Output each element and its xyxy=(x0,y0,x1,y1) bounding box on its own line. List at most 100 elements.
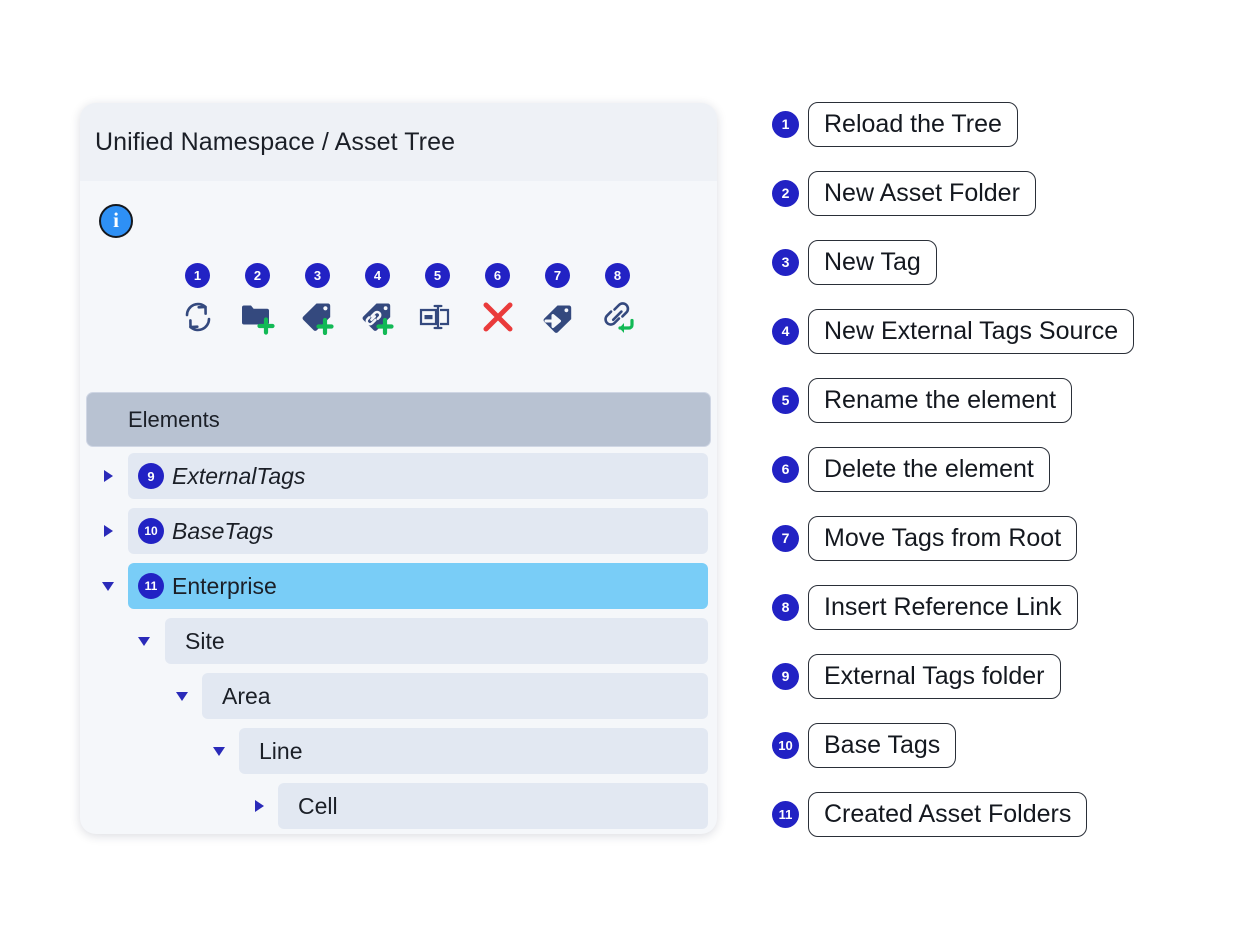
legend-label-box: New Asset Folder xyxy=(808,170,1036,216)
legend-label-box: External Tags folder xyxy=(808,653,1061,699)
toolbar-badge-1: 1 xyxy=(185,263,210,288)
toolbar: i 1 2 3 4 5 6 7 8 xyxy=(80,181,717,451)
toolbar-badge-8: 8 xyxy=(605,263,630,288)
legend-label-box: Delete the element xyxy=(808,446,1050,492)
legend-badge-10: 10 xyxy=(772,731,799,759)
tree-row-body-selected[interactable]: 11 Enterprise xyxy=(128,563,708,609)
tree-row[interactable]: Area xyxy=(80,673,717,719)
legend-badge-4: 4 xyxy=(772,317,799,345)
collapse-arrow-icon[interactable] xyxy=(206,728,232,774)
card-header: Unified Namespace / Asset Tree xyxy=(80,103,717,181)
expand-arrow-icon[interactable] xyxy=(95,453,121,499)
tree-badge-9: 9 xyxy=(138,463,164,489)
legend-label: Created Asset Folders xyxy=(824,799,1072,828)
elements-column-header: Elements xyxy=(86,392,711,447)
tag-move-arrow-icon[interactable] xyxy=(534,295,582,339)
legend-label: Reload the Tree xyxy=(824,109,1002,138)
toolbar-badge-2: 2 xyxy=(245,263,270,288)
tree-row[interactable]: Line xyxy=(80,728,717,774)
tree-row[interactable]: 10 BaseTags xyxy=(80,508,717,554)
tree-row-body[interactable]: Line xyxy=(239,728,708,774)
legend-label-box: Created Asset Folders xyxy=(808,791,1088,837)
legend-badge-6: 6 xyxy=(772,455,799,483)
tree-row-body[interactable]: Cell xyxy=(278,783,708,829)
tree-row-label: Site xyxy=(185,627,225,654)
legend-item: 7 Move Tags from Root xyxy=(772,512,1192,564)
rename-textbox-icon[interactable] xyxy=(414,295,462,339)
legend-badge-3: 3 xyxy=(772,248,799,276)
legend-badge-1: 1 xyxy=(772,110,799,138)
legend-badge-8: 8 xyxy=(772,593,799,621)
toolbar-badge-6: 6 xyxy=(485,263,510,288)
legend-badge-2: 2 xyxy=(772,179,799,207)
legend-label-box: Move Tags from Root xyxy=(808,515,1078,561)
legend-label-box: Reload the Tree xyxy=(808,101,1018,147)
legend-item: 4 New External Tags Source xyxy=(772,305,1192,357)
reload-icon[interactable] xyxy=(174,295,222,339)
legend-item: 11 Created Asset Folders xyxy=(772,788,1192,840)
tree-row[interactable]: Site xyxy=(80,618,717,664)
toolbar-badge-7: 7 xyxy=(545,263,570,288)
tree-row[interactable]: 11 Enterprise xyxy=(80,563,717,609)
tree-row-label: Line xyxy=(259,737,303,764)
legend-label-box: New Tag xyxy=(808,239,937,285)
legend-label-box: New External Tags Source xyxy=(808,308,1135,354)
tree-row[interactable]: Cell xyxy=(80,783,717,829)
legend-label: Insert Reference Link xyxy=(824,592,1062,621)
link-return-arrow-icon[interactable] xyxy=(594,295,642,339)
legend-badge-5: 5 xyxy=(772,386,799,414)
toolbar-badge-3: 3 xyxy=(305,263,330,288)
link-tag-plus-icon[interactable] xyxy=(354,295,402,339)
tree-row-body[interactable]: 9 ExternalTags xyxy=(128,453,708,499)
legend-label: Rename the element xyxy=(824,385,1057,414)
legend-item: 5 Rename the element xyxy=(772,374,1192,426)
legend-label: New Asset Folder xyxy=(824,178,1020,207)
unified-namespace-asset-tree-card: Unified Namespace / Asset Tree i 1 2 3 4… xyxy=(80,103,717,834)
legend-badge-9: 9 xyxy=(772,662,799,690)
tree-row-label: Enterprise xyxy=(172,572,277,599)
legend-item: 10 Base Tags xyxy=(772,719,1192,771)
legend-item: 6 Delete the element xyxy=(772,443,1192,495)
folder-plus-icon[interactable] xyxy=(234,295,282,339)
collapse-arrow-icon[interactable] xyxy=(95,563,121,609)
legend: 1 Reload the Tree 2 New Asset Folder 3 N… xyxy=(772,98,1192,857)
legend-label-box: Base Tags xyxy=(808,722,957,768)
tag-plus-icon[interactable] xyxy=(294,295,342,339)
info-icon-glyph: i xyxy=(99,204,133,238)
legend-badge-7: 7 xyxy=(772,524,799,552)
toolbar-badge-4: 4 xyxy=(365,263,390,288)
legend-label: Base Tags xyxy=(824,730,941,759)
expand-arrow-icon[interactable] xyxy=(95,508,121,554)
legend-item: 1 Reload the Tree xyxy=(772,98,1192,150)
legend-label: New External Tags Source xyxy=(824,316,1119,345)
legend-label: Delete the element xyxy=(824,454,1034,483)
collapse-arrow-icon[interactable] xyxy=(131,618,157,664)
legend-item: 3 New Tag xyxy=(772,236,1192,288)
elements-header-label: Elements xyxy=(128,406,220,432)
legend-item: 2 New Asset Folder xyxy=(772,167,1192,219)
legend-label-box: Rename the element xyxy=(808,377,1073,423)
collapse-arrow-icon[interactable] xyxy=(169,673,195,719)
legend-label-box: Insert Reference Link xyxy=(808,584,1078,630)
tree-row-label: Cell xyxy=(298,792,338,819)
tree-row-label: Area xyxy=(222,682,271,709)
tree-badge-10: 10 xyxy=(138,518,164,544)
red-x-icon[interactable] xyxy=(474,295,522,339)
legend-label: External Tags folder xyxy=(824,661,1045,690)
page-title: Unified Namespace / Asset Tree xyxy=(95,127,456,156)
expand-arrow-icon[interactable] xyxy=(246,783,272,829)
tree-row[interactable]: 9 ExternalTags xyxy=(80,453,717,499)
info-icon[interactable]: i xyxy=(99,204,137,242)
asset-tree: 9 ExternalTags 10 BaseTags 11 Enterprise xyxy=(80,453,717,834)
legend-badge-11: 11 xyxy=(772,800,799,828)
tree-badge-11: 11 xyxy=(138,573,164,599)
legend-item: 9 External Tags folder xyxy=(772,650,1192,702)
tree-row-body[interactable]: 10 BaseTags xyxy=(128,508,708,554)
tree-row-label: ExternalTags xyxy=(172,462,306,489)
tree-row-label: BaseTags xyxy=(172,517,274,544)
legend-label: Move Tags from Root xyxy=(824,523,1062,552)
tree-row-body[interactable]: Area xyxy=(202,673,708,719)
toolbar-badge-5: 5 xyxy=(425,263,450,288)
tree-row-body[interactable]: Site xyxy=(165,618,708,664)
legend-label: New Tag xyxy=(824,247,921,276)
